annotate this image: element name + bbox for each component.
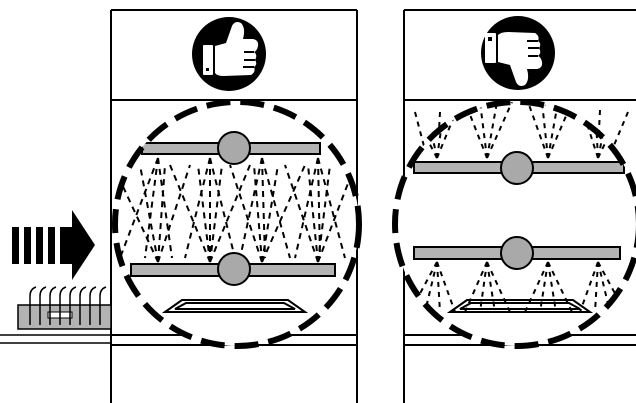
right-panel: [392, 9, 636, 403]
right-magnifier-circle: [392, 99, 636, 349]
dish-rack: [0, 286, 112, 344]
left-panel: [110, 9, 362, 403]
left-lower-spray-arm: [130, 252, 336, 286]
right-magnified-inset: [395, 102, 636, 346]
right-filter-tray: [446, 299, 594, 313]
thumbs-up-icon: [192, 17, 266, 91]
left-upper-spray-arm: [141, 131, 321, 165]
right-lower-spray-arm: [413, 236, 621, 270]
striped-arrow-right-icon: [12, 210, 95, 280]
thumbs-down-icon: [481, 16, 555, 90]
right-upper-spray-arm: [413, 151, 625, 185]
left-magnifier-circle: [112, 99, 362, 349]
left-filter-tray: [161, 299, 309, 313]
